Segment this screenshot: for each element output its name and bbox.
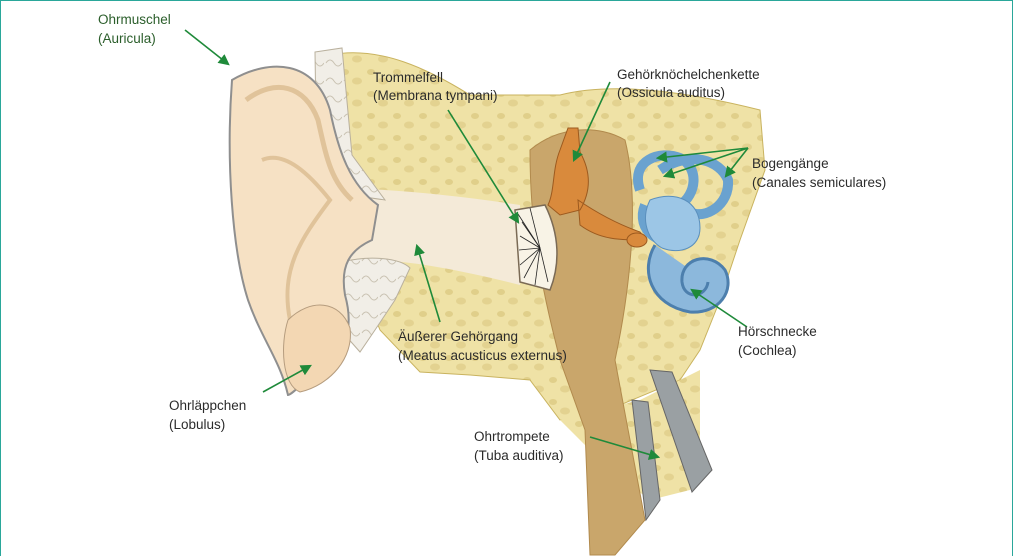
label-cochlea-name: Hörschnecke	[738, 324, 817, 339]
label-meatus-name: Äußerer Gehörgang	[398, 329, 518, 344]
label-cochlea-latin: (Cochlea)	[738, 343, 797, 358]
label-lobulus-latin: (Lobulus)	[169, 417, 225, 432]
label-meatus-latin: (Meatus acusticus externus)	[398, 348, 567, 363]
label-auricula-name: Ohrmuschel	[98, 12, 171, 27]
label-auricula-latin: (Auricula)	[98, 31, 156, 46]
stapes-footplate	[627, 233, 647, 247]
label-membrana-name: Trommelfell	[373, 70, 443, 85]
label-canales-name: Bogengänge	[752, 156, 829, 171]
label-lobulus-name: Ohrläppchen	[169, 398, 246, 413]
label-ossicula-latin: (Ossicula auditus)	[617, 85, 725, 100]
label-canales-latin: (Canales semiculares)	[752, 175, 886, 190]
arrow-auricula	[185, 30, 228, 64]
ear-lobe	[284, 305, 351, 392]
label-membrana-latin: (Membrana tympani)	[373, 88, 498, 103]
label-tuba-name: Ohrtrompete	[474, 429, 550, 444]
label-ossicula-name: Gehörknöchelchenkette	[617, 67, 760, 82]
label-tuba-latin: (Tuba auditiva)	[474, 448, 564, 463]
